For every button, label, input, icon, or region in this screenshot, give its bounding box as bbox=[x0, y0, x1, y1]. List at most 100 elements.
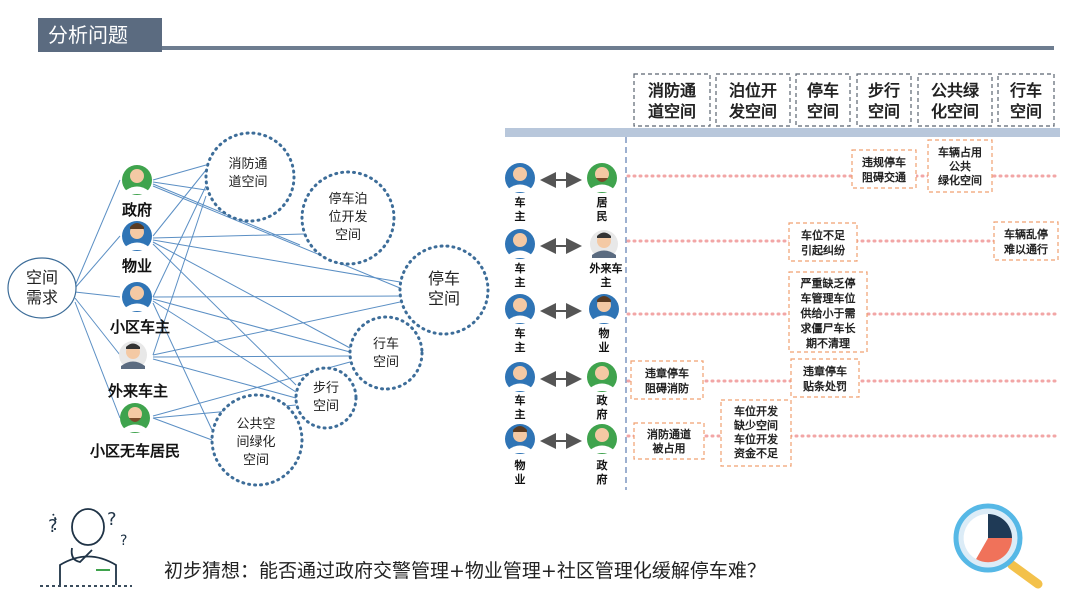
tag-severe-shortage-line-2: 车管理车位 bbox=[801, 291, 856, 305]
row-0: 车 主 居 民 bbox=[505, 163, 617, 223]
space-parking-development-line-1: 停车泊 bbox=[328, 191, 367, 207]
row-2-left-1: 车 bbox=[515, 326, 526, 340]
space-walking bbox=[294, 366, 358, 430]
row-2-left-2: 主 bbox=[515, 340, 526, 354]
tag-block-fire bbox=[630, 360, 704, 400]
tag-insufficient-spaces bbox=[788, 222, 858, 262]
svg-text:?: ? bbox=[107, 509, 117, 530]
title-underline bbox=[162, 46, 1054, 50]
tag-insufficient-spaces-line-1: 车位不足 bbox=[801, 228, 846, 242]
space-demand-label-2: 需求 bbox=[26, 288, 58, 307]
tag-occupy-green-line-3: 绿化空间 bbox=[938, 173, 982, 187]
row-1: 车 主 外来车 主 bbox=[505, 229, 623, 289]
tag-block-fire-line-2: 阻碍消防 bbox=[645, 381, 689, 395]
tag-lack-funds-line-4: 资金不足 bbox=[734, 446, 779, 460]
tag-random-parking-line-2: 难以通行 bbox=[1003, 242, 1048, 256]
tag-lack-funds bbox=[720, 399, 792, 467]
space-walking-line-1: 步行 bbox=[313, 381, 339, 396]
header-bar bbox=[505, 128, 1060, 137]
header-public-green-line-2: 化空间 bbox=[931, 102, 979, 121]
tag-lack-funds-line-1: 车位开发 bbox=[734, 404, 779, 418]
actor-label-resident-no-car: 小区无车居民 bbox=[90, 442, 180, 460]
row-0-left-1: 车 bbox=[515, 195, 526, 209]
row-1-right-1: 外来车 bbox=[589, 261, 623, 275]
space-parking-line-1: 停车 bbox=[428, 269, 460, 288]
space-driving bbox=[348, 315, 424, 391]
header-parking-development bbox=[715, 73, 791, 127]
row-4-left-2: 业 bbox=[515, 472, 526, 486]
actor-visitor-car-owner: 外来车主 bbox=[107, 341, 168, 400]
header-public-green-line-1: 公共绿 bbox=[931, 81, 980, 100]
tag-fire-lane-occupied-line-1: 消防通道 bbox=[647, 427, 691, 441]
header-parking bbox=[795, 73, 851, 127]
magnifier-chart-icon bbox=[953, 503, 1043, 589]
row-0-right-2: 民 bbox=[597, 210, 608, 223]
space-public-green-line-1: 公共空 bbox=[236, 417, 275, 432]
tag-illegal-parking-line-1: 违规停车 bbox=[862, 155, 906, 169]
row-3: 车 主 政 府 bbox=[505, 362, 617, 421]
tag-random-parking bbox=[993, 221, 1059, 261]
space-demand-label-1: 空间 bbox=[26, 268, 58, 287]
space-parking-development bbox=[300, 170, 396, 266]
actor-resident-car-owner: 小区车主 bbox=[110, 282, 170, 336]
header-public-green bbox=[917, 73, 993, 127]
actor-label-property: 物业 bbox=[122, 257, 152, 275]
space-public-green-line-2: 间绿化 bbox=[236, 435, 275, 450]
tag-insufficient-spaces-line-2: 引起纠纷 bbox=[801, 243, 845, 257]
tag-severe-shortage-line-1: 严重缺乏停 bbox=[800, 276, 856, 290]
actor-label-government: 政府 bbox=[122, 201, 152, 219]
tag-occupy-green-line-2: 公共 bbox=[949, 159, 971, 173]
actor-resident-no-car: 小区无车居民 bbox=[90, 403, 180, 460]
row-4-right-1: 政 bbox=[597, 458, 609, 472]
space-public-green bbox=[210, 393, 304, 487]
row-1-right-2: 主 bbox=[601, 275, 612, 289]
row-1-left-2: 主 bbox=[515, 275, 526, 289]
space-fire-lane bbox=[204, 131, 296, 223]
tag-random-parking-line-1: 车辆乱停 bbox=[1004, 227, 1048, 241]
tag-severe-shortage-line-3: 供给小于需 bbox=[800, 306, 856, 320]
header-parking-development-line-1: 泊位开 bbox=[729, 81, 777, 100]
row-2: 车 主 物 业 bbox=[505, 294, 619, 354]
row-4-right-2: 府 bbox=[597, 472, 608, 486]
tag-illegal-parking bbox=[851, 149, 917, 189]
header-fire-lane bbox=[633, 73, 711, 127]
tag-severe-shortage-line-4: 求僵尸车长 bbox=[801, 321, 857, 335]
row-1-left-1: 车 bbox=[515, 261, 526, 275]
header-fire-lane-line-1: 消防通 bbox=[648, 81, 696, 100]
row-3-left-2: 主 bbox=[515, 407, 526, 421]
row-3-right-2: 府 bbox=[597, 407, 608, 421]
tag-lack-funds-line-3: 车位开发 bbox=[734, 432, 779, 446]
space-fire-lane-line-1: 消防通 bbox=[228, 156, 267, 172]
actor-government: 政府 bbox=[122, 165, 152, 219]
row-3-right-1: 政 bbox=[597, 393, 609, 407]
tag-severe-shortage-line-5: 期不清理 bbox=[806, 336, 850, 350]
page-title: 分析问题 bbox=[38, 18, 162, 52]
conclusion-text: 初步猜想：能否通过政府交警管理+物业管理+社区管理化缓解停车难？ bbox=[164, 560, 766, 582]
tag-severe-shortage bbox=[788, 271, 868, 353]
tag-ticket-penalty-line-2: 贴条处罚 bbox=[802, 379, 847, 393]
row-0-right-1: 居 bbox=[597, 196, 608, 209]
tag-block-fire-line-1: 违章停车 bbox=[645, 366, 689, 380]
header-parking-line-2: 空间 bbox=[807, 102, 839, 121]
space-demand-node: 空间 需求 bbox=[7, 257, 77, 319]
row-0-left-2: 主 bbox=[515, 209, 526, 223]
actor-property: 物业 bbox=[122, 221, 152, 275]
tag-fire-lane-occupied-line-2: 被占用 bbox=[653, 441, 686, 455]
space-driving-line-2: 空间 bbox=[373, 355, 399, 370]
space-walking-line-2: 空间 bbox=[313, 399, 339, 414]
tag-ticket-penalty bbox=[790, 358, 860, 398]
tag-lack-funds-line-2: 缺少空间 bbox=[733, 418, 778, 432]
header-driving-line-1: 行车 bbox=[1009, 81, 1042, 100]
tag-ticket-penalty-line-1: 违章停车 bbox=[803, 364, 847, 378]
header-driving-line-2: 空间 bbox=[1010, 102, 1042, 121]
row-4-left-1: 物 bbox=[515, 458, 526, 472]
space-parking-development-line-3: 空间 bbox=[335, 228, 361, 243]
tag-fire-lane-occupied bbox=[633, 422, 705, 460]
space-public-green-line-3: 空间 bbox=[243, 453, 269, 468]
header-parking-development-line-2: 发空间 bbox=[728, 102, 777, 121]
actor-label-visitor-car-owner: 外来车主 bbox=[107, 382, 168, 400]
header-driving bbox=[997, 73, 1055, 127]
header-parking-line-1: 停车 bbox=[807, 81, 839, 100]
row-4: 物 业 政 府 bbox=[505, 424, 617, 486]
